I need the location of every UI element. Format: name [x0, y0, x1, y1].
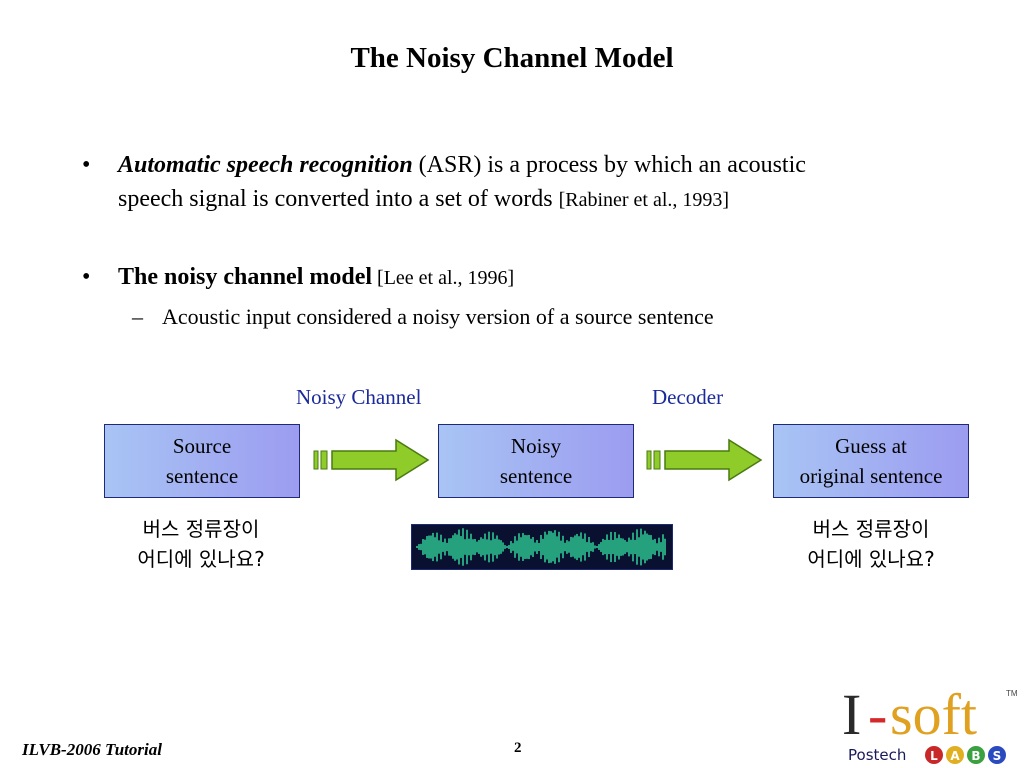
logo-dash: -: [868, 682, 887, 747]
asr-text-line2: speech signal is converted into a set of…: [118, 186, 559, 212]
bullet-marker: •: [82, 264, 91, 290]
logo-lab-l: L: [930, 749, 938, 763]
logo-lab-b: B: [971, 749, 980, 763]
korean-guess-line2: 어디에 있나요?: [807, 547, 935, 571]
channel-arrow-icon: [313, 438, 430, 482]
korean-source-line1: 버스 정류장이: [142, 517, 260, 541]
logo-lab-a: A: [950, 749, 960, 763]
korean-guess-line1: 버스 정류장이: [812, 517, 930, 541]
korean-source-line2: 어디에 있나요?: [137, 547, 265, 571]
source-sentence-box: Source sentence: [104, 424, 300, 498]
korean-guess-text: 버스 정류장이 어디에 있나요?: [751, 514, 991, 574]
logo-lab-s: S: [993, 749, 1002, 763]
slide-title: The Noisy Channel Model: [350, 42, 674, 74]
decoder-label: Decoder: [652, 385, 724, 409]
logo-tm: TM: [1006, 689, 1018, 698]
noisy-channel-term: The noisy channel model: [118, 264, 373, 290]
source-box-line2: sentence: [165, 464, 239, 488]
noisy-sentence-box: Noisy sentence: [438, 424, 634, 498]
page-number: 2: [514, 740, 522, 756]
asr-term: Automatic speech recognition: [118, 152, 413, 178]
korean-source-text: 버스 정류장이 어디에 있나요?: [81, 514, 321, 574]
guess-box-line2: original sentence: [799, 464, 943, 488]
bullet-marker: •: [82, 152, 91, 178]
footer-title: ILVB-2006 Tutorial: [22, 740, 162, 759]
asr-citation: [Rabiner et al., 1993]: [558, 189, 730, 211]
decoder-arrow-icon: [646, 438, 763, 482]
noisy-box-line2: sentence: [499, 464, 573, 488]
noisy-box-line1: Noisy: [510, 434, 562, 458]
logo-postech: Postech: [848, 746, 906, 764]
source-box-line1: Source: [172, 434, 232, 458]
noisy-channel-label: Noisy Channel: [296, 385, 422, 409]
sub-bullet-text: Acoustic input considered a noisy versio…: [162, 304, 714, 329]
logo-i: I: [842, 682, 861, 747]
guess-sentence-box: Guess at original sentence: [773, 424, 969, 498]
guess-box-line1: Guess at: [835, 434, 907, 458]
logo-soft: soft: [890, 682, 977, 747]
isoft-logo: I - soft TM Postech L A B S: [842, 682, 1018, 764]
asr-text-line1: (ASR) is a process by which an acoustic: [412, 152, 806, 178]
speech-waveform-icon: [411, 524, 673, 570]
noisy-channel-citation: [Lee et al., 1996]: [372, 267, 515, 289]
sub-bullet-marker: –: [132, 304, 143, 329]
